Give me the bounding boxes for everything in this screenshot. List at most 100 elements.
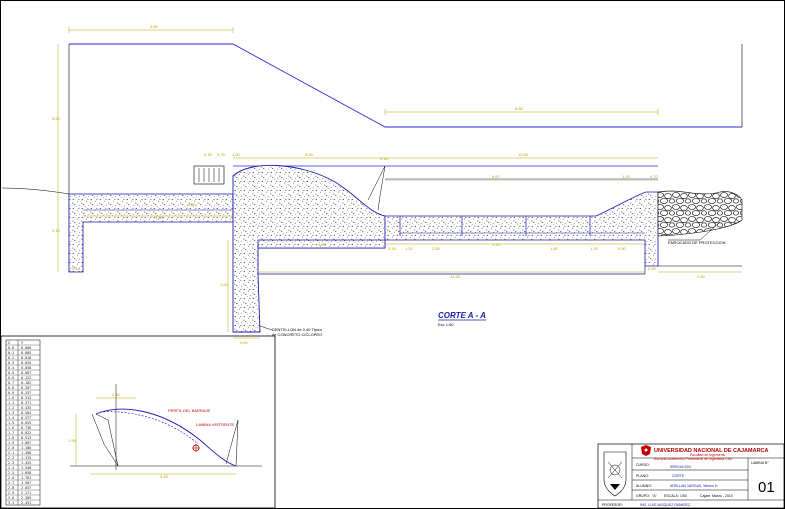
table-cell: 1.1 bbox=[8, 401, 14, 405]
table-header-cell: X bbox=[8, 341, 11, 345]
dim-slab-c: 1.20 bbox=[492, 242, 501, 247]
dim-foot-width: 0.60 bbox=[240, 340, 249, 345]
table-cell: 0.162 bbox=[21, 381, 31, 385]
table-cell: 0.913 bbox=[21, 436, 31, 440]
table-header-cell: Y bbox=[21, 341, 23, 345]
dim-slab-a: 0.20 bbox=[188, 202, 197, 207]
riprap-protection bbox=[657, 190, 743, 237]
table-cell: 0.087 bbox=[21, 371, 31, 375]
table-cell: 0.504 bbox=[21, 411, 31, 415]
table-cell: 0.2 bbox=[8, 356, 14, 360]
table-cell: 0.312 bbox=[21, 396, 31, 400]
tb-student: ARELLAN VARGAS, Wiston H. bbox=[670, 484, 718, 488]
tb-scale: 1/50 bbox=[680, 494, 687, 498]
crest-profile-curve bbox=[95, 408, 237, 467]
table-cell: 0.0 bbox=[8, 346, 14, 350]
title-block: UNIVERSIDAD NACIONAL DE CAJAMARCA Facult… bbox=[597, 443, 785, 509]
table-cell: 0.3 bbox=[8, 361, 14, 365]
cutoff-note-2: de CONCRETO CICLOPEO bbox=[272, 332, 322, 337]
tb-sheet-label: LAMINA N° bbox=[751, 461, 769, 465]
table-cell: 0.577 bbox=[21, 416, 31, 420]
dim-upper-a: 0.30 bbox=[204, 152, 213, 157]
table-cell: 0.822 bbox=[21, 431, 31, 435]
table-cell: 1.315 bbox=[21, 456, 31, 460]
natural-ground-line bbox=[1, 187, 70, 195]
university-logo-icon bbox=[641, 445, 651, 456]
table-cell: 0.9 bbox=[8, 391, 14, 395]
table-cell: 0.257 bbox=[21, 391, 31, 395]
dim-seg-2: 1.20 bbox=[405, 246, 414, 251]
profile-sketch: PERFIL DEL BARRAJE LAMINA VERTIENTE 3.45… bbox=[68, 384, 262, 479]
table-cell: 2.9 bbox=[8, 491, 14, 495]
dim-upper-c: 3.55 bbox=[305, 152, 314, 157]
table-cell: 2.309 bbox=[21, 496, 31, 500]
table-cell: 0.371 bbox=[21, 401, 31, 405]
dim-lower-total: 14.40 bbox=[450, 274, 461, 279]
table-cell: 1.907 bbox=[21, 481, 31, 485]
table-cell: 2.8 bbox=[8, 486, 14, 490]
dim-left-height: 3.20 bbox=[52, 116, 61, 121]
dim-lower-right: 2.60 bbox=[697, 274, 706, 279]
table-cell: 1.540 bbox=[21, 466, 31, 470]
table-cell: 1.7 bbox=[8, 431, 14, 435]
dim-left-wall: 0.40 bbox=[72, 266, 81, 271]
section-scale: Esc 1:50 bbox=[438, 322, 454, 327]
dim-mid-height: 3.40 bbox=[52, 228, 61, 233]
profile-crest-label: PERFIL DEL BARRAJE bbox=[168, 408, 210, 413]
tb-scale-label: ESCALA: bbox=[664, 494, 679, 498]
stilling-basin-slab bbox=[257, 191, 659, 267]
table-cell: 2.1 bbox=[8, 451, 14, 455]
table-cell: 0.8 bbox=[8, 386, 14, 390]
upstream-water-line bbox=[69, 43, 742, 128]
dim-right-wall: 0.50 bbox=[648, 266, 657, 271]
table-cell: 0.058 bbox=[21, 366, 31, 370]
table-cell: 0.1 bbox=[8, 351, 14, 355]
dim-seg-6: 0.90 bbox=[618, 246, 627, 251]
tb-faculty: Facultad de Ingenieria bbox=[690, 453, 725, 457]
toe-sketch-lines bbox=[225, 419, 239, 467]
tb-sheet-number: 01 bbox=[758, 479, 775, 496]
tb-student-label: ALUMNO: bbox=[636, 484, 652, 488]
tb-place-date: Cajam. Marzo - 2010 bbox=[700, 494, 733, 498]
dim-upper-b: 0.75 bbox=[217, 152, 226, 157]
tb-plan: CORTE bbox=[672, 474, 685, 478]
main-section: 4.50 8.80 3.20 3.40 0.30 0.75 3.55 12.50… bbox=[1, 24, 743, 345]
table-cell: 2.5 bbox=[8, 471, 14, 475]
profile-height-label: 1.90 bbox=[68, 438, 77, 443]
table-cell: 2.0 bbox=[8, 446, 14, 450]
tb-teacher-label: PROFESOR: bbox=[602, 503, 623, 507]
table-cell: 3.1 bbox=[8, 501, 14, 505]
upstream-face-lines bbox=[91, 413, 119, 467]
hydraulic-jump-lines bbox=[367, 165, 386, 211]
table-cell: 2.6 bbox=[8, 476, 14, 480]
dim-seg-5: 1.20 bbox=[590, 246, 599, 251]
table-cell: 0.207 bbox=[21, 386, 31, 390]
dim-cutoff-height: 1.60 bbox=[220, 282, 229, 287]
table-cell: 1.2 bbox=[8, 406, 14, 410]
table-cell: 1.9 bbox=[8, 441, 14, 445]
table-cell: 2.4 bbox=[8, 466, 14, 470]
tb-teacher: ING. LUIS VASQUEZ RAMIREZ bbox=[640, 503, 691, 507]
table-cell: 3.0 bbox=[8, 496, 14, 500]
riprap-leader bbox=[668, 221, 721, 241]
table-cell: 1.106 bbox=[21, 446, 31, 450]
tb-school: Escuela Academico Profesional de Ingenie… bbox=[654, 457, 732, 461]
weir-body bbox=[232, 164, 386, 333]
dim-basin-top: 6.67 bbox=[492, 174, 501, 179]
table-cell: 2.037 bbox=[21, 486, 31, 490]
table-cell: 2.7 bbox=[8, 481, 14, 485]
dim-slab-left: 3.50 bbox=[155, 215, 164, 220]
table-cell: 0.122 bbox=[21, 376, 31, 380]
cutoff-note-1: DENTELLON de 0.40 Tipico bbox=[272, 327, 323, 332]
profile-detail-panel bbox=[0, 335, 276, 509]
table-cell: 2.3 bbox=[8, 461, 14, 465]
table-cell: 1.0 bbox=[8, 396, 14, 400]
dim-step-a: 0.15 bbox=[380, 156, 389, 161]
dim-top-right: 8.80 bbox=[515, 106, 524, 111]
table-cell: 0.005 bbox=[21, 351, 31, 355]
table-cell: 0.4 bbox=[8, 366, 14, 370]
table-cell: 1.208 bbox=[21, 451, 31, 455]
dim-top-left: 4.50 bbox=[150, 24, 159, 29]
tb-course-label: CURSO: bbox=[636, 463, 650, 467]
nappe-curve bbox=[99, 411, 199, 445]
